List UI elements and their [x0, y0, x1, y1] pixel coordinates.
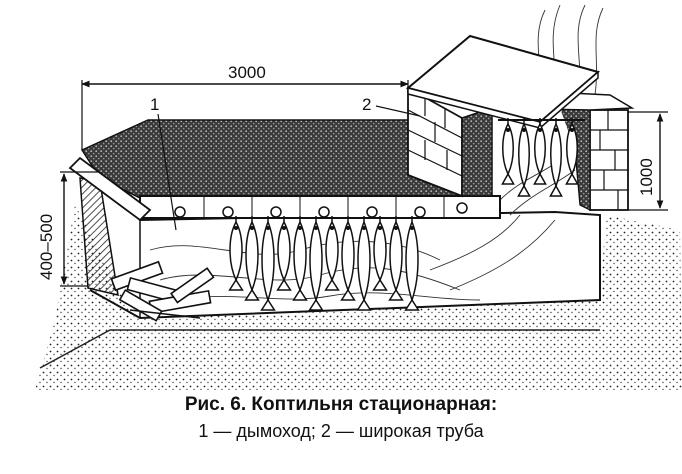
- label-2-text: 2: [362, 95, 371, 114]
- chimney-roof: [405, 34, 601, 130]
- length-label: 3000: [228, 63, 266, 82]
- flue-beam-rivets: [174, 202, 468, 218]
- fish-icon: [324, 216, 340, 291]
- part-label-2: 2: [362, 95, 421, 117]
- hanging-fish-row: [228, 216, 420, 311]
- fish-icon: [308, 216, 324, 311]
- part-label-1: 1: [150, 95, 177, 231]
- chimney-fish-row: [501, 118, 579, 197]
- flue-cover: [80, 119, 501, 219]
- fish-icon: [340, 216, 356, 301]
- label-1-text: 1: [150, 95, 159, 114]
- fish-icon: [372, 216, 388, 291]
- caption-title: Рис. 6. Коптильня стационарная:: [184, 394, 498, 415]
- smokehouse-diagram: 3000 400–500 1000 1 2: [35, 4, 682, 390]
- chimney-height-label: 1000: [637, 158, 656, 196]
- fish-icon: [244, 216, 260, 301]
- fish-icon: [549, 118, 563, 197]
- chimney-height-dimension: 1000: [628, 111, 668, 211]
- fish-icon: [276, 216, 292, 291]
- firewood-pile: [110, 260, 215, 322]
- length-dimension: 3000: [81, 63, 409, 150]
- fish-icon: [228, 216, 244, 291]
- fish-icon: [292, 216, 308, 301]
- fish-icon: [533, 118, 547, 185]
- caption-legend: 1 — дымоход; 2 — широкая труба: [198, 421, 484, 441]
- figure-caption: Рис. 6. Коптильня стационарная: 1 — дымо…: [0, 392, 682, 444]
- fish-icon: [517, 118, 531, 197]
- fish-icon: [356, 216, 372, 311]
- depth-dimension: 400–500: [37, 171, 98, 287]
- fish-icon: [404, 216, 420, 311]
- ground: [35, 205, 682, 390]
- fish-icon: [260, 216, 276, 311]
- support-pole: [68, 156, 152, 222]
- depth-label: 400–500: [37, 214, 56, 280]
- fish-icon: [388, 216, 404, 301]
- fish-icon: [501, 118, 515, 185]
